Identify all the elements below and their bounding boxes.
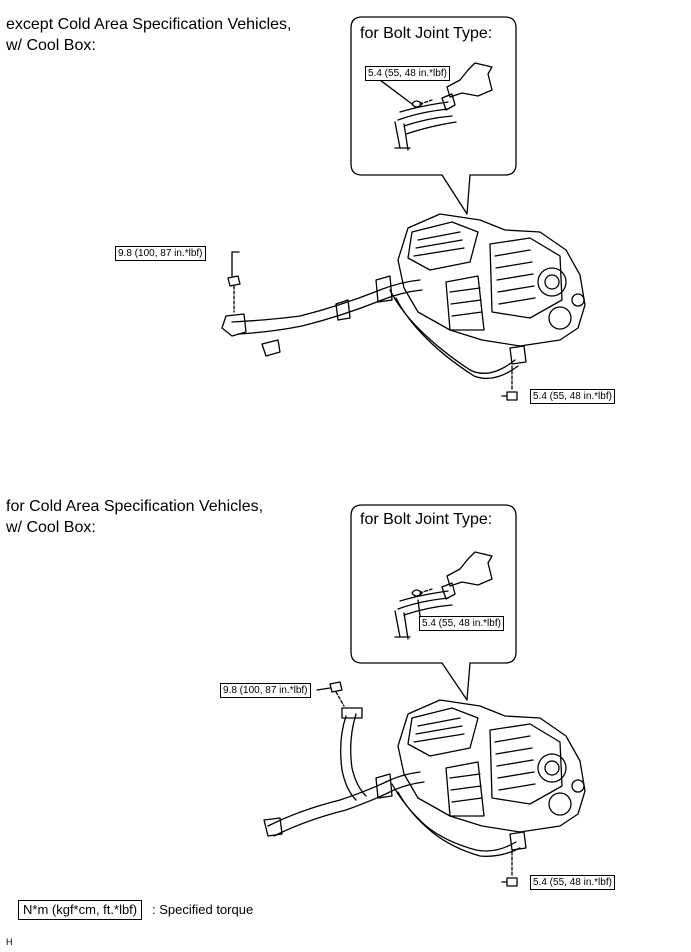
- section2-torque-bottom: 5.4 (55, 48 in.*lbf): [530, 875, 615, 890]
- callout-balloon-1: [350, 16, 517, 215]
- section1-torque-left: 9.8 (100, 87 in.*lbf): [115, 246, 206, 261]
- nut-bottom-2: [506, 877, 518, 887]
- nut-left-2: [329, 681, 343, 693]
- callout1-title: for Bolt Joint Type:: [360, 25, 493, 42]
- legend-unit-box: N*m (kgf*cm, ft.*lbf): [18, 900, 143, 920]
- refrigerant-pipes-1: [221, 275, 527, 380]
- callout1-torque-label: 5.4 (55, 48 in.*lbf): [365, 66, 450, 81]
- refrigerant-pipes-2: [263, 707, 527, 857]
- nut-left-1: [227, 275, 241, 287]
- air-conditioning-unit-1: [397, 213, 586, 347]
- callout2-torque-label: 5.4 (55, 48 in.*lbf): [419, 616, 504, 631]
- figure-code: H: [6, 937, 13, 947]
- air-conditioning-unit-2: [397, 699, 586, 833]
- section1-heading: except Cold Area Specification Vehicles,…: [6, 16, 292, 54]
- callout-balloon-2: [350, 504, 517, 701]
- bolt-joint-detail-1: [379, 62, 493, 151]
- nut-bottom-1: [506, 391, 518, 401]
- legend-description: : Specified torque: [152, 902, 254, 917]
- callout2-title: for Bolt Joint Type:: [360, 511, 493, 528]
- section1-torque-bottom: 5.4 (55, 48 in.*lbf): [530, 389, 615, 404]
- section2-torque-left: 9.8 (100, 87 in.*lbf): [220, 683, 311, 698]
- bolt-joint-detail-2: [394, 551, 493, 640]
- section2-heading: for Cold Area Specification Vehicles, w/…: [6, 498, 264, 536]
